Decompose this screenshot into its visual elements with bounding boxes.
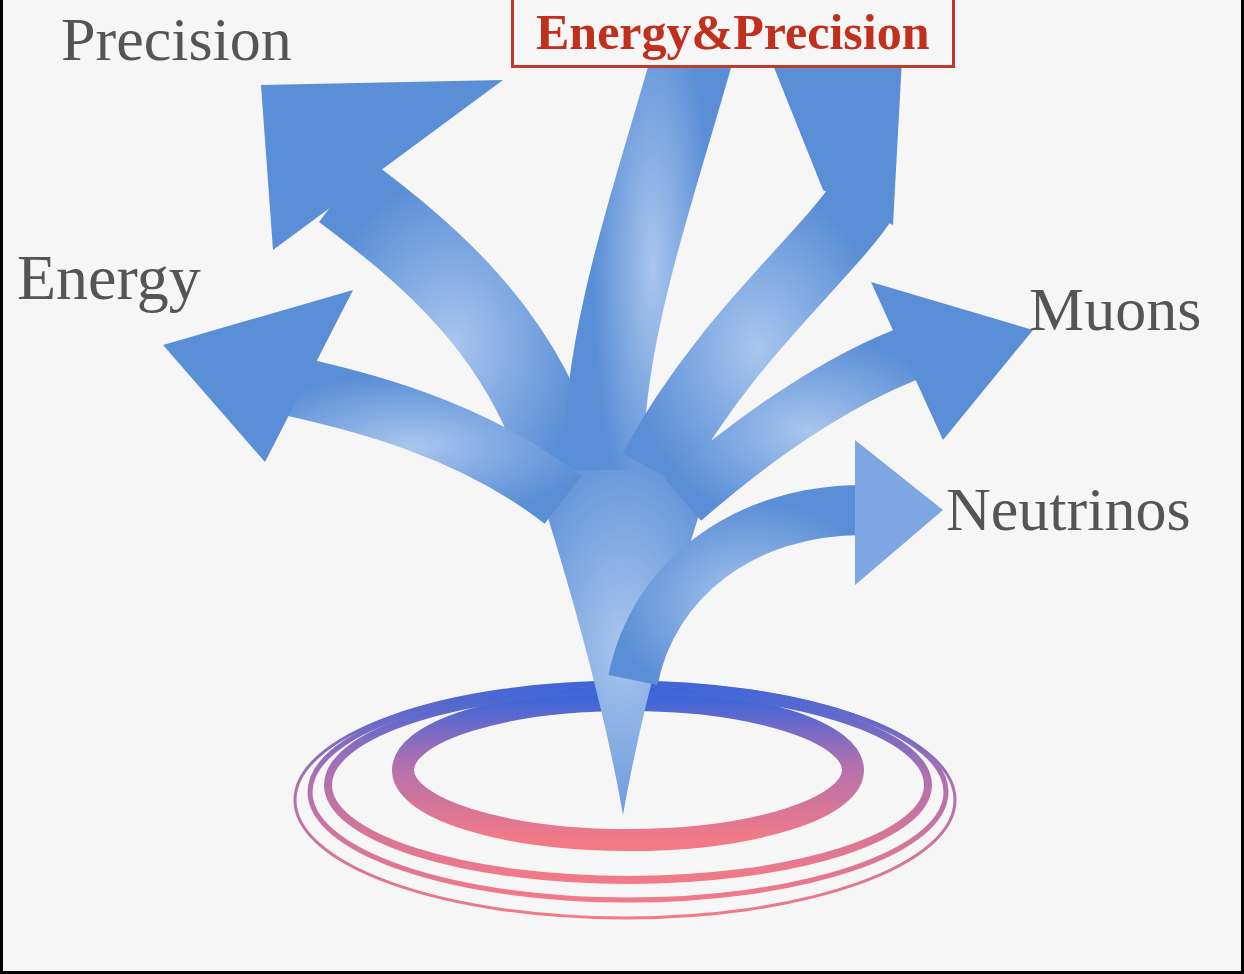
branch-label: Muons: [1029, 278, 1201, 340]
box-title: Energy&Precision: [536, 7, 952, 57]
highlight-box: Energy&Precision: [511, 0, 955, 68]
branch-label: Energy: [17, 246, 201, 310]
branch-label: Precision: [61, 8, 292, 70]
branch-label: Neutrinos: [946, 478, 1191, 540]
